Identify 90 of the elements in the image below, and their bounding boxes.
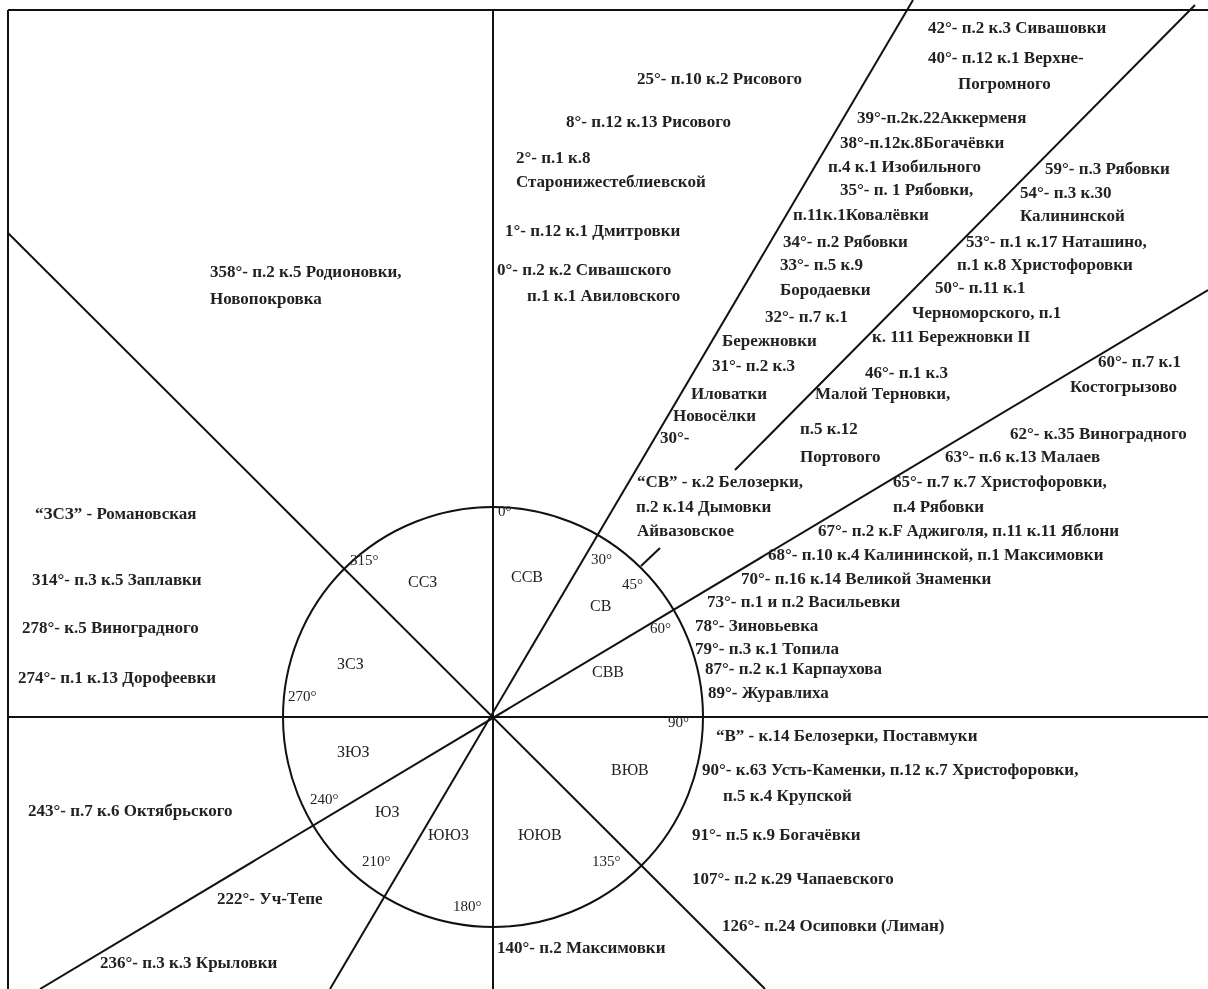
location-note: 42°- п.2 к.3 Сивашовки	[928, 18, 1107, 38]
degree-mark: 60°	[650, 619, 671, 637]
location-note: 236°- п.3 к.3 Крыловки	[100, 953, 278, 973]
location-note: 126°- п.24 Осиповки (Лиман)	[722, 916, 945, 936]
location-note: 34°- п.2 Рябовки	[783, 232, 908, 252]
location-note: п.1 к.8 Христофоровки	[957, 255, 1133, 275]
location-note: Костогрызово	[1070, 377, 1177, 397]
sector-label: ЗЮЗ	[337, 742, 370, 762]
location-note: 243°- п.7 к.6 Октябрьского	[28, 801, 233, 821]
location-note: Новосёлки	[673, 406, 757, 426]
location-note: 73°- п.1 и п.2 Васильевки	[707, 592, 901, 612]
location-note: 60°- п.7 к.1	[1098, 352, 1182, 372]
degree-mark: 210°	[362, 852, 391, 870]
location-note: 140°- п.2 Максимовки	[497, 938, 666, 958]
location-note: 314°- п.3 к.5 Заплавки	[32, 570, 202, 590]
location-note: 67°- п.2 к.F Аджиголя, п.11 к.11 Яблони	[818, 521, 1120, 541]
location-note: 2°- п.1 к.8	[516, 148, 591, 168]
location-note: п.5 к.4 Крупской	[723, 786, 852, 806]
sector-label: ВЮВ	[611, 760, 649, 780]
location-note: 107°- п.2 к.29 Чапаевского	[692, 869, 894, 889]
sector-label: ЮЗ	[375, 802, 400, 822]
location-note: 222°- Уч-Тепе	[217, 889, 323, 909]
location-note: Калининской	[1020, 206, 1125, 226]
location-note: 91°- п.5 к.9 Богачёвки	[692, 825, 861, 845]
location-note: 30°-	[660, 428, 690, 448]
sector-label: ЮЮЗ	[428, 825, 469, 845]
degree-mark: 270°	[288, 687, 317, 705]
location-note: Иловатки	[691, 384, 768, 404]
sector-label: ЗСЗ	[337, 654, 364, 674]
sector-label: ССВ	[511, 567, 543, 587]
location-note: 25°- п.10 к.2 Рисового	[637, 69, 802, 89]
location-note: 46°- п.1 к.3	[865, 363, 949, 383]
location-note: 65°- п.7 к.7 Христофоровки,	[893, 472, 1107, 492]
degree-mark: 0°	[498, 502, 512, 520]
location-note: 87°- п.2 к.1 Карпаухова	[705, 659, 882, 679]
location-note: Малой Терновки,	[815, 384, 951, 404]
location-note: 90°- к.63 Усть-Каменки, п.12 к.7 Христофоровки,	[702, 760, 1079, 780]
location-note: п.1 к.1 Авиловского	[527, 286, 681, 306]
location-note: 68°- п.10 к.4 Калининской, п.1 Максимовки	[768, 545, 1104, 565]
location-note: 358°- п.2 к.5 Родионовки,	[210, 262, 402, 282]
location-note: 53°- п.1 к.17 Наташино,	[966, 232, 1147, 252]
location-note: 35°- п. 1 Рябовки,	[840, 180, 974, 200]
location-note: Новопокровка	[210, 289, 322, 309]
location-note: 32°- п.7 к.1	[765, 307, 849, 327]
location-note: Айвазовское	[637, 521, 735, 541]
location-note: 31°- п.2 к.3	[712, 356, 796, 376]
location-note: 79°- п.3 к.1 Топила	[695, 639, 839, 659]
location-note: Портового	[800, 447, 881, 467]
degree-mark: 30°	[591, 550, 612, 568]
location-note: Черноморского, п.1	[912, 303, 1062, 323]
location-note: п.2 к.14 Дымовки	[636, 497, 772, 517]
sector-label: СВВ	[592, 662, 624, 682]
degree-mark: 90°	[668, 713, 689, 731]
location-note: 70°- п.16 к.14 Великой Знаменки	[741, 569, 992, 589]
location-note: Погромного	[958, 74, 1051, 94]
location-note: к. 111 Бережновки II	[872, 327, 1031, 347]
degree-mark: 45°	[622, 575, 643, 593]
location-note: “В” - к.14 Белозерки, Поставмуки	[716, 726, 978, 746]
location-note: 0°- п.2 к.2 Сивашского	[497, 260, 672, 280]
degree-mark: 240°	[310, 790, 339, 808]
location-note: 89°- Журавлиха	[708, 683, 829, 703]
location-note: 38°-п.12к.8Богачёвки	[840, 133, 1005, 153]
location-note: 40°- п.12 к.1 Верхне-	[928, 48, 1084, 68]
location-note: 8°- п.12 к.13 Рисового	[566, 112, 731, 132]
location-note: 50°- п.11 к.1	[935, 278, 1026, 298]
location-note: 62°- к.35 Виноградного	[1010, 424, 1187, 444]
location-note: Бородаевки	[780, 280, 871, 300]
degree-mark: 315°	[350, 551, 379, 569]
location-note: 1°- п.12 к.1 Дмитровки	[505, 221, 681, 241]
sector-label: СВ	[590, 596, 612, 616]
location-note: 274°- п.1 к.13 Дорофеевки	[18, 668, 217, 688]
location-note: “ЗСЗ” - Романовская	[35, 504, 197, 524]
degree-mark: 180°	[453, 897, 482, 915]
location-note: Бережновки	[722, 331, 817, 351]
location-note: п.11к.1Ковалёвки	[793, 205, 929, 225]
location-note: 63°- п.6 к.13 Малаев	[945, 447, 1101, 467]
location-note: 33°- п.5 к.9	[780, 255, 864, 275]
location-note: 54°- п.3 к.30	[1020, 183, 1112, 203]
degree-mark: 135°	[592, 852, 621, 870]
location-note: Старонижестеблиевской	[516, 172, 706, 192]
sector-label: ССЗ	[408, 572, 438, 592]
location-note: 39°-п.2к.22Аккерменя	[857, 108, 1027, 128]
sector-label: ЮЮВ	[518, 825, 562, 845]
location-note: 78°- Зиновьевка	[695, 616, 819, 636]
location-note: п.4 Рябовки	[893, 497, 985, 517]
location-note: 59°- п.3 Рябовки	[1045, 159, 1170, 179]
location-note: п.5 к.12	[800, 419, 858, 439]
location-note: “СВ” - к.2 Белозерки,	[637, 472, 804, 492]
location-note: 278°- к.5 Виноградного	[22, 618, 199, 638]
location-note: п.4 к.1 Изобильного	[828, 157, 981, 177]
